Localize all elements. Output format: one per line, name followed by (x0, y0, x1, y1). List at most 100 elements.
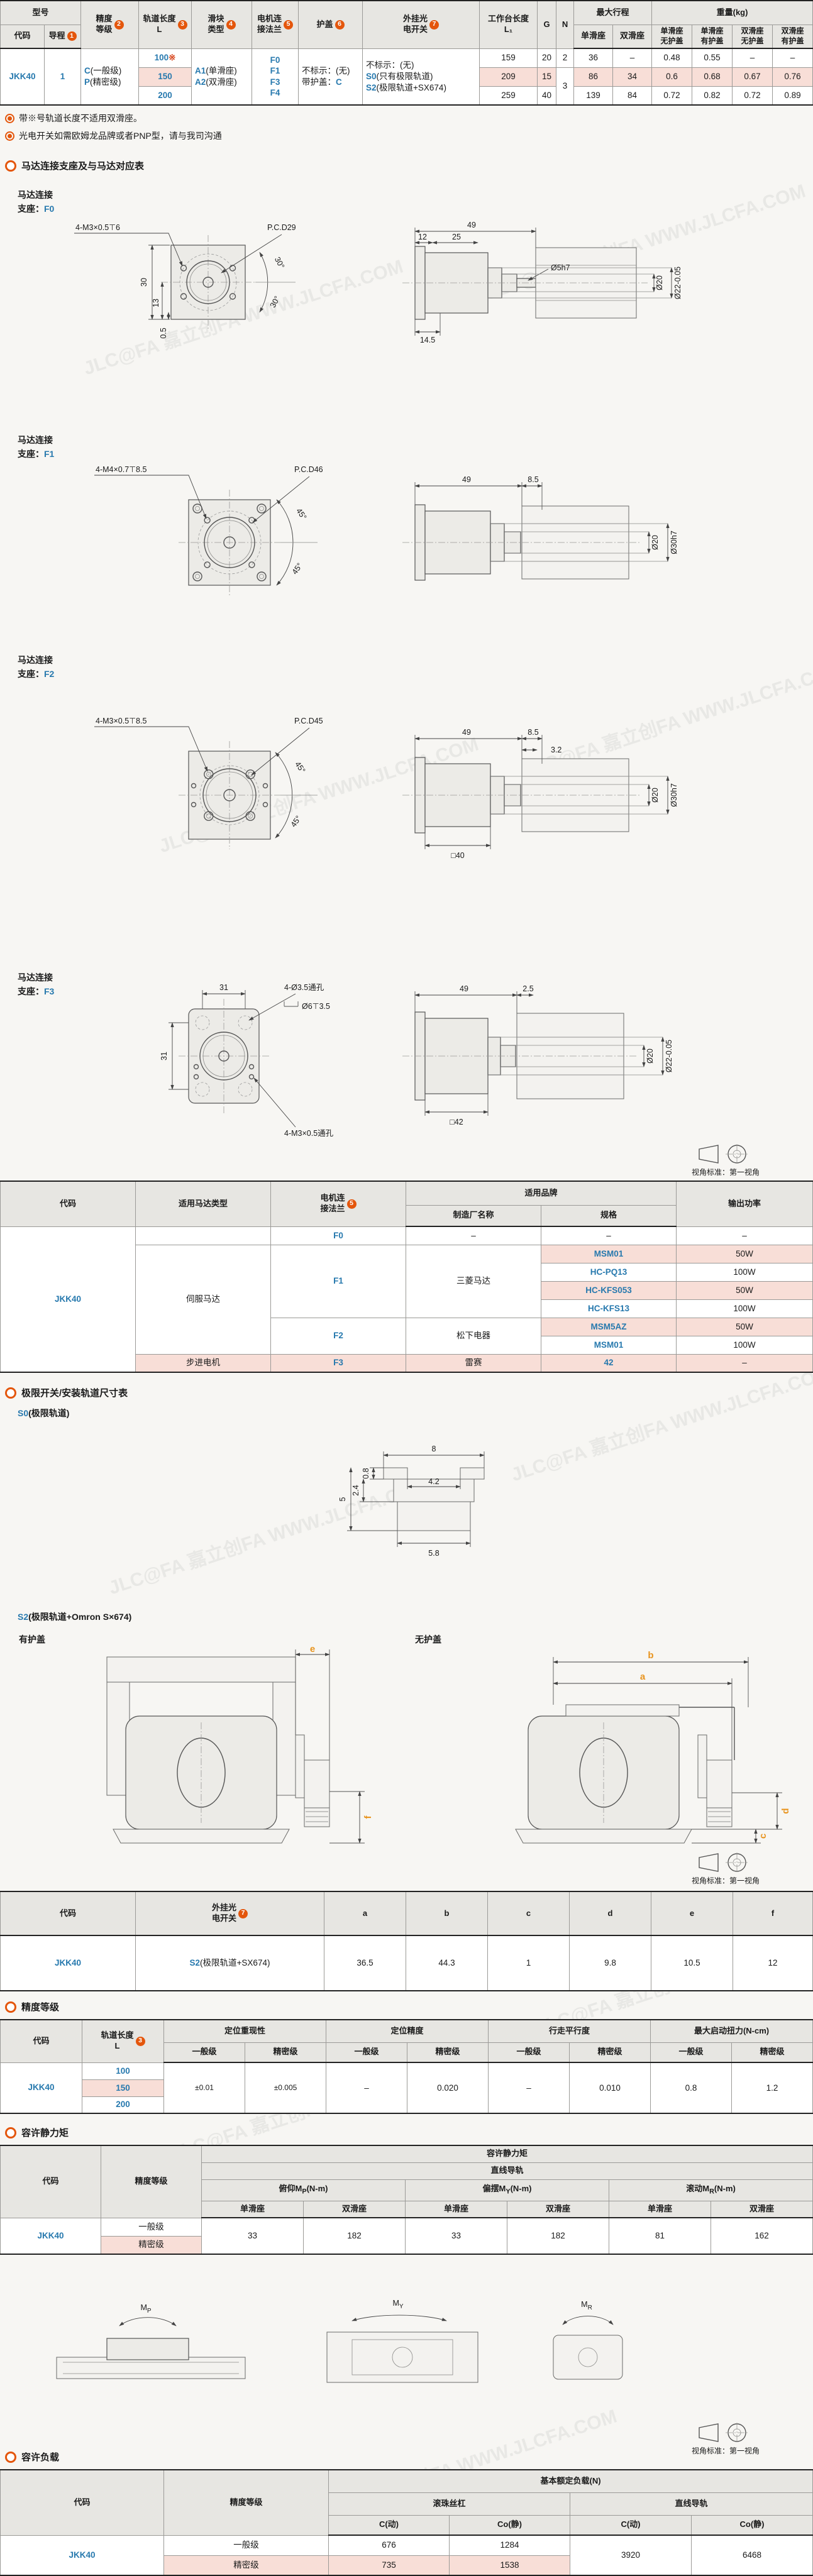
sub-prec: 精密级 (407, 2042, 489, 2063)
svg-text:Ø20: Ø20 (655, 275, 664, 290)
svg-text:25: 25 (452, 233, 461, 241)
col-n: N (556, 0, 575, 49)
repeatability-prec: ±0.005 (244, 2062, 327, 2114)
svg-text:a: a (640, 1671, 646, 1682)
badge-5: 5 (284, 19, 294, 30)
svg-text:Ø20: Ø20 (646, 1049, 655, 1064)
col-w3: 双滑座无护盖 (732, 24, 773, 49)
spec: MSM01 (540, 1335, 677, 1355)
col-max-stroke: 最大行程 (573, 0, 653, 25)
flange-code: F2 (270, 1317, 406, 1355)
svg-text:4-Ø3.5通孔: 4-Ø3.5通孔 (284, 983, 324, 992)
view-angle-note: 视角标准：第一视角 (692, 1143, 760, 1177)
col-precision-grade: 精度等级 (163, 2469, 329, 2536)
section-allowable-load: 容许负载 (5, 2450, 59, 2463)
f1-side-view: 49 8.5 Ø20 Ø30h7 (402, 475, 678, 581)
moment-diagrams: MP MY MR (56, 2299, 623, 2383)
cover-options: 不标示：(无)带护盖：C (298, 48, 363, 106)
weight: 0.55 (692, 48, 733, 68)
screw-co: 1538 (449, 2555, 570, 2576)
stroke-single: 36 (573, 48, 614, 68)
f0-drawing: 4-M3×0.5⊤6 P.C.D29 30 13 0.5 30° 30° 49 … (74, 221, 682, 344)
f3-label: 马达连接 支座：F3 (18, 972, 55, 996)
svg-text:□40: □40 (451, 851, 465, 860)
rail-c: 3920 (570, 2535, 692, 2576)
weight: – (772, 48, 813, 68)
hdr-ball-screw: 滚珠丝杠 (328, 2492, 570, 2516)
svg-text:P.C.D45: P.C.D45 (294, 717, 323, 725)
power: – (676, 1353, 813, 1373)
section-limit-switch: 极限开关/安装轨道尺寸表 (5, 1386, 128, 1399)
f0-side-view: 49 12 25 14.5 Ø5h7 Ø20 Ø22-0.05 (402, 221, 682, 344)
stroke-single: 86 (573, 67, 614, 87)
svg-text:e: e (310, 1647, 315, 1654)
sub-single: 单滑座 (405, 2200, 507, 2218)
f1-label: 马达连接 支座：F1 (18, 435, 55, 459)
col-code: 代码 (0, 24, 45, 49)
dim-b: 44.3 (406, 1935, 488, 1991)
col-precision-grade: 精度等级 (101, 2145, 202, 2218)
load-table: 代码 精度等级 基本额定负载(N) 滚珠丝杠 直线导轨 C(动) Co(静) C… (0, 2469, 813, 2576)
badge-7: 7 (238, 1908, 248, 1918)
my-single: 33 (405, 2217, 507, 2255)
s2-without-cover-view: b a d c (515, 1650, 791, 1844)
weight: 0.68 (692, 67, 733, 87)
section-bullet-icon (5, 2451, 16, 2463)
parallelism-std: – (488, 2062, 570, 2114)
section-static-moment: 容许静力矩 (5, 2126, 69, 2139)
mp-double: 182 (303, 2217, 406, 2255)
power: 50W (676, 1280, 813, 1300)
svg-text:45°: 45° (294, 507, 308, 522)
svg-text:5: 5 (338, 1497, 347, 1501)
section-motor-brackets: 马达连接支座及与马达对应表 (5, 159, 144, 172)
spec: HC-KFS13 (540, 1299, 677, 1318)
svg-text:30°: 30° (268, 294, 282, 309)
lead-value: 1 (43, 48, 82, 106)
n-value: 2 (556, 48, 575, 68)
motor-type: 伺服马达 (135, 1244, 271, 1355)
svg-text:Ø22-0.05: Ø22-0.05 (665, 1040, 673, 1072)
col-running-parallelism: 行走平行度 (488, 2019, 651, 2043)
sub-std: 一般级 (650, 2042, 733, 2063)
dim-e: 10.5 (651, 1935, 733, 1991)
col-stroke-single: 单滑座 (573, 24, 614, 49)
first-angle-icon (699, 1852, 748, 1873)
col-starting-torque: 最大启动扭力(N-cm) (650, 2019, 813, 2043)
col-w1: 单滑座无护盖 (651, 24, 693, 49)
spec: MSM01 (540, 1244, 677, 1263)
dim-f: 12 (733, 1935, 813, 1991)
s2-row: JKK40 S2(极限轨道+SX674) 36.5 44.3 1 9.8 10.… (0, 1935, 813, 1991)
svg-text:4-M3×0.5⊤6: 4-M3×0.5⊤6 (75, 223, 120, 232)
stroke-double: – (612, 48, 653, 68)
first-angle-icon (699, 2423, 748, 2443)
col-yawing: 偏摆MY(N-m) (405, 2179, 609, 2201)
badge-6: 6 (335, 19, 345, 30)
svg-text:4.2: 4.2 (428, 1477, 439, 1486)
precision-options: C(一般级)P(精密级) (80, 48, 140, 106)
screw-co: 1284 (449, 2535, 570, 2556)
svg-text:P.C.D29: P.C.D29 (267, 223, 296, 232)
col-pitching: 俯仰MP(N-m) (201, 2179, 406, 2201)
svg-text:b: b (648, 1650, 653, 1661)
hdr-allowable-moment: 容许静力矩 (201, 2145, 813, 2163)
badge-5: 5 (346, 1199, 357, 1209)
precision-row: 200 (1, 2096, 813, 2114)
sub-std: 一般级 (326, 2042, 408, 2063)
l1-value: 159 (479, 48, 538, 68)
col-c-dynamic: C(动) (570, 2514, 692, 2536)
col-stroke-double: 双滑座 (612, 24, 653, 49)
motor-row: HC-KFS053 50W (1, 1280, 813, 1300)
rail-length-200: 200 (138, 85, 192, 106)
svg-text:8.5: 8.5 (528, 728, 538, 737)
col-code: 代码 (0, 2145, 101, 2218)
manufacturer: 三菱马达 (406, 1244, 541, 1318)
badge-4: 4 (226, 19, 236, 30)
f0-label: 马达连接 支座：F0 (18, 190, 55, 214)
yawing-moment-diagram: MY (326, 2299, 478, 2383)
